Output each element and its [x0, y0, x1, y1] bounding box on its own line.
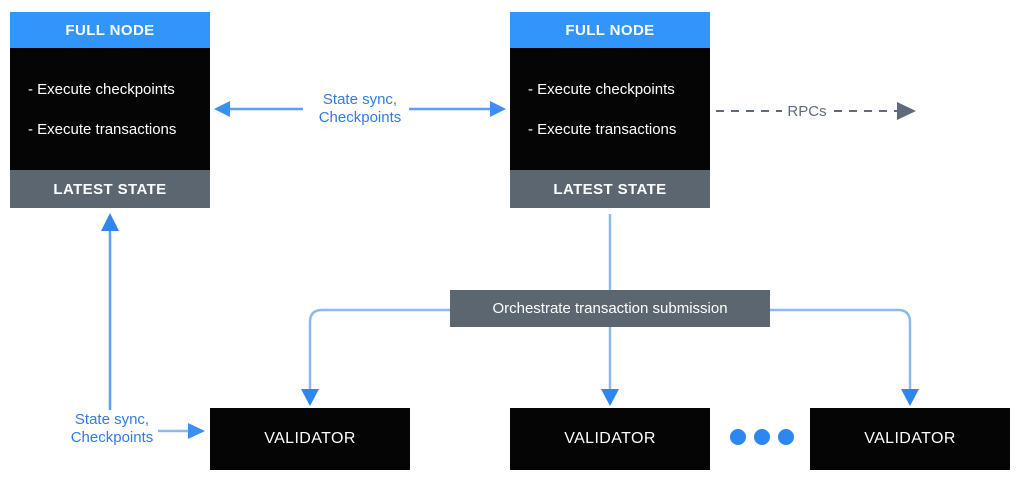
rpcs-dashed-arrow: [716, 102, 916, 120]
label-to-validator-1-arrow: [158, 423, 205, 439]
orchestrator-box: Orchestrate transaction submission: [450, 290, 770, 327]
validator-3: VALIDATOR: [810, 408, 1010, 470]
state-sync-bottom-label: State sync, Checkpoints: [38, 411, 186, 447]
full-node-right-footer: LATEST STATE: [510, 170, 710, 208]
state-sync-top-label: State sync, Checkpoints: [300, 91, 420, 127]
full-node-right-item-checkpoints: - Execute checkpoints: [528, 80, 675, 98]
full-node-left-body: - Execute checkpoints - Execute transact…: [10, 48, 210, 170]
full-node-right-title: FULL NODE: [510, 12, 710, 48]
state-sync-top-line-1: State sync,: [322, 91, 398, 108]
validator-1: VALIDATOR: [210, 408, 410, 470]
full-node-left-item-transactions: - Execute transactions: [28, 120, 177, 138]
rpcs-label: RPCs: [787, 103, 827, 120]
orchestrator-to-validator-3-arrow: [770, 308, 919, 406]
full-node-left-title: FULL NODE: [10, 12, 210, 48]
full-node-right-body: - Execute checkpoints - Execute transact…: [510, 48, 710, 170]
validator-to-node-up-arrow: [101, 213, 119, 410]
state-sync-top-line-2: Checkpoints: [318, 109, 402, 126]
state-sync-bottom-line-2: Checkpoints: [70, 429, 154, 446]
full-node-left-item-checkpoints: - Execute checkpoints: [28, 80, 175, 98]
full-node-left-footer: LATEST STATE: [10, 170, 210, 208]
validator-2: VALIDATOR: [510, 408, 710, 470]
state-sync-bottom-line-1: State sync,: [74, 411, 150, 428]
orchestrator-box-label: Orchestrate transaction submission: [492, 300, 728, 317]
full-node-left: FULL NODE - Execute checkpoints - Execut…: [10, 12, 210, 208]
full-node-right-item-transactions: - Execute transactions: [528, 120, 677, 138]
orchestrator-to-validator-1-arrow: [301, 308, 450, 406]
ellipsis-dots: [730, 429, 794, 445]
state-sync-double-arrow: [214, 101, 506, 117]
full-node-right: FULL NODE - Execute checkpoints - Execut…: [510, 12, 710, 208]
orchestrator-to-validator-2-arrow: [601, 327, 619, 406]
